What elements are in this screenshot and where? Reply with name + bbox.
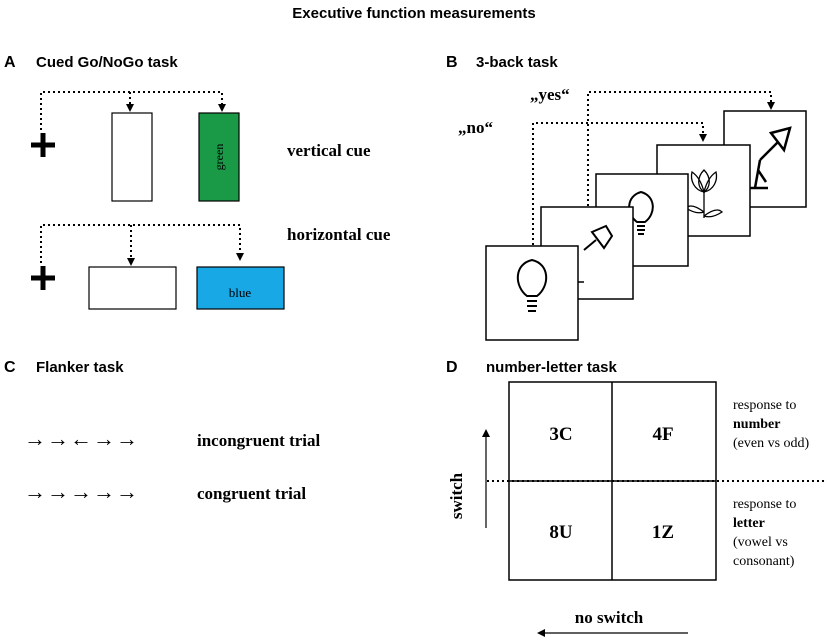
- horizontal-cue-blank-box: [88, 266, 177, 310]
- vertical-target-green-box: [198, 112, 240, 202]
- incongruent-label: incongruent trial: [197, 431, 321, 450]
- cell-bottom-left: 8U: [549, 522, 573, 543]
- letter-response-line-3: (vowel vs: [733, 535, 788, 550]
- incongruent-arrows: →→←→→: [24, 426, 139, 451]
- panel-d-title: number-letter task: [486, 359, 618, 376]
- panel-a: A Cued Go/NoGo task green vertical cue h…: [4, 54, 391, 310]
- vertical-cue-label: vertical cue: [287, 141, 371, 160]
- card-1: [485, 245, 579, 341]
- n-back-connectors: [532, 91, 775, 245]
- number-response-line-3: (even vs odd): [733, 436, 810, 451]
- no-switch-label: no switch: [575, 608, 644, 627]
- yes-label: „yes“: [530, 85, 570, 104]
- vertical-cue-blank-box: [111, 112, 153, 202]
- letter-response-line-4: consonant): [733, 554, 795, 569]
- number-response-note: response to number (even vs odd): [733, 398, 810, 451]
- number-response-line-2: number: [733, 417, 780, 432]
- fixation-cross-icon: [31, 266, 55, 290]
- panel-a-letter: A: [4, 54, 16, 71]
- letter-response-line-2: letter: [733, 516, 765, 531]
- horizontal-cue-label: horizontal cue: [287, 225, 391, 244]
- vertical-cue-connector: [40, 91, 226, 130]
- flower-icon: [684, 169, 724, 218]
- panel-d-letter: D: [446, 359, 458, 376]
- panel-d: D number-letter task 3C 4F 8U 1Z respons…: [446, 359, 826, 637]
- lightbulb-icon: [516, 258, 548, 312]
- congruent-arrows: →→→→→: [24, 479, 139, 504]
- letter-response-line-1: response to: [733, 497, 796, 512]
- cell-bottom-right: 1Z: [652, 522, 674, 543]
- figure-title: Executive function measurements: [292, 5, 535, 22]
- switch-label: switch: [447, 472, 466, 519]
- cell-top-right: 4F: [652, 424, 673, 445]
- number-response-line-1: response to: [733, 398, 796, 413]
- panel-b: B 3-back task „yes“ „no“: [446, 54, 807, 341]
- panel-c-letter: C: [4, 359, 16, 376]
- lamp-icon: [748, 126, 792, 190]
- congruent-label: congruent trial: [197, 484, 306, 503]
- green-word: green: [212, 144, 226, 171]
- panel-b-title: 3-back task: [476, 54, 558, 71]
- fixation-cross-icon: [31, 133, 55, 157]
- panel-a-title: Cued Go/NoGo task: [36, 54, 178, 71]
- panel-c-title: Flanker task: [36, 359, 124, 376]
- panel-b-letter: B: [446, 54, 458, 71]
- cell-top-left: 3C: [549, 424, 572, 445]
- horizontal-cue-connector: [40, 224, 244, 266]
- horizontal-target-blue-box: [196, 266, 285, 310]
- letter-response-note: response to letter (vowel vs consonant): [733, 497, 796, 569]
- pin-icon: [583, 224, 614, 251]
- no-label: „no“: [458, 118, 493, 137]
- panel-c: C Flanker task →→←→→ incongruent trial →…: [4, 359, 321, 504]
- blue-word: blue: [229, 285, 252, 300]
